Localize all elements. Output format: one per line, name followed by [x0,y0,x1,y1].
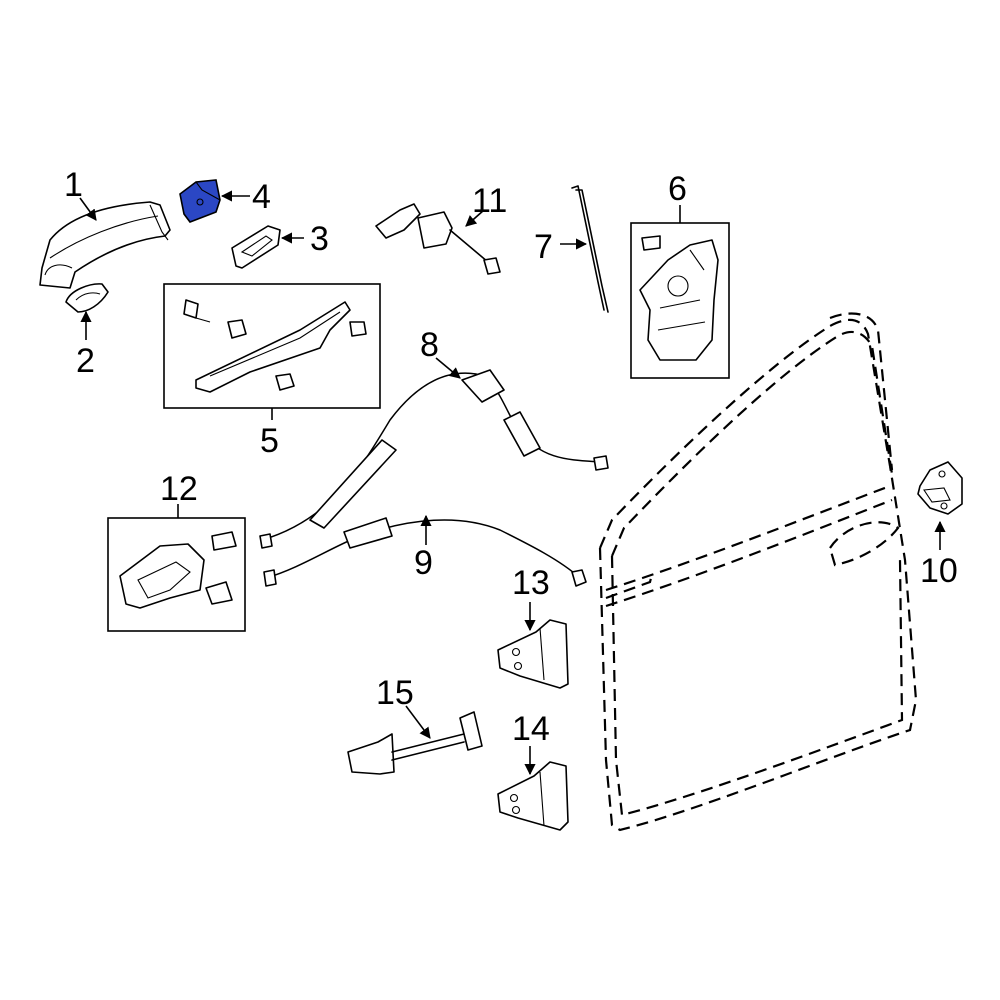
callout-14: 14 [512,710,550,748]
callout-7: 7 [534,228,553,266]
leader-lines [79,190,946,776]
door-outline [598,312,918,832]
part-key-cylinder-cap-highlighted[interactable] [179,179,221,223]
callout-1: 1 [64,166,83,204]
callout-15: 15 [376,674,414,712]
callout-10: 10 [920,552,958,590]
part-lower-door-hinge[interactable] [497,761,569,831]
callout-5: 5 [260,422,279,460]
callout-3: 3 [310,220,329,258]
part-handle-gasket[interactable] [231,225,281,269]
part-inside-door-handle[interactable] [107,517,246,632]
callout-labels: 1 2 3 4 5 6 7 8 9 10 11 12 13 14 15 [64,166,958,748]
part-lock-rod[interactable] [571,185,609,313]
part-door-check-strap[interactable] [347,711,483,775]
callout-4: 4 [252,178,271,216]
callout-8: 8 [420,326,439,364]
part-outer-door-handle[interactable] [39,201,171,289]
part-upper-door-hinge[interactable] [497,619,569,689]
part-lock-actuator[interactable] [375,203,501,275]
part-handle-frame-kit[interactable] [163,283,381,409]
callout-6: 6 [668,170,687,208]
part-handle-base[interactable] [65,283,109,313]
callout-2: 2 [76,342,95,380]
callout-12: 12 [160,470,198,508]
part-lock-cable-lower[interactable] [263,517,587,587]
part-door-latch-assembly[interactable] [630,222,730,379]
part-door-striker[interactable] [917,461,963,515]
callout-13: 13 [512,564,550,602]
part-lock-cable-upper[interactable] [259,369,609,549]
callout-9: 9 [414,544,433,582]
callout-11: 11 [472,182,507,220]
